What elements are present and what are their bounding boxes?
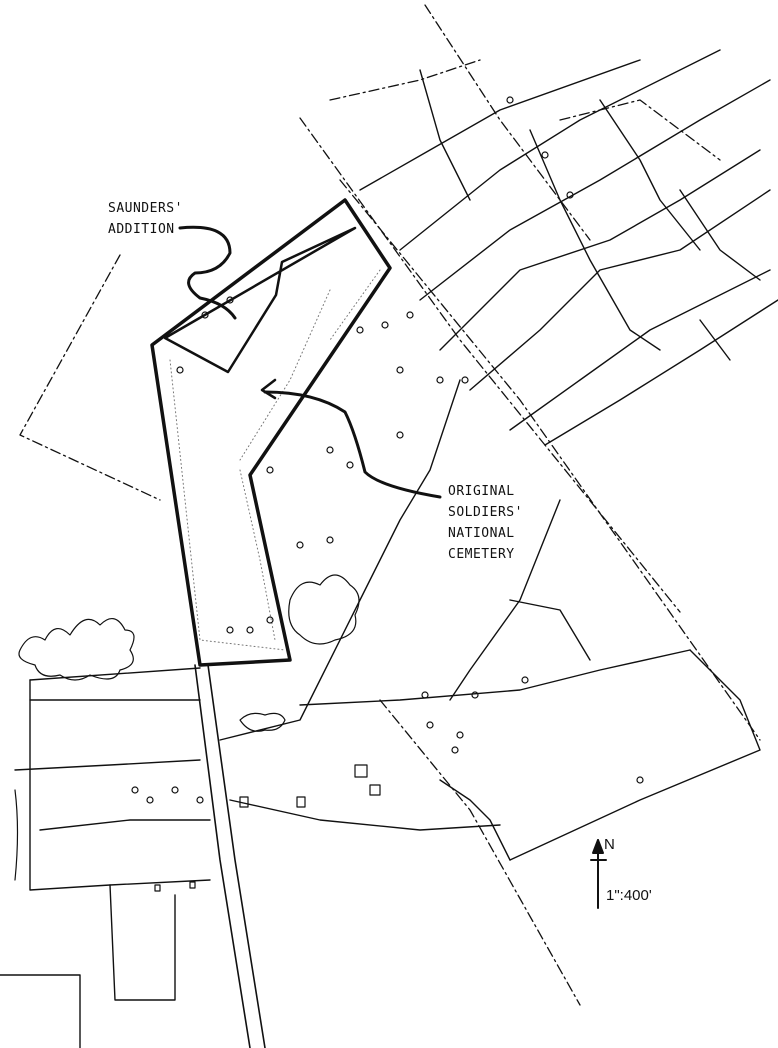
grave-markers (131, 96, 644, 892)
saunders-addition-boundary (163, 226, 357, 374)
label-line: CEMETERY (448, 547, 515, 562)
main-road (194, 664, 266, 1048)
label-line: NATIONAL (448, 526, 515, 541)
original-arrow (263, 390, 442, 499)
label-line: SAUNDERS' (108, 201, 183, 216)
original-cemetery-boundary (150, 198, 392, 667)
north-label: N (604, 836, 615, 853)
saunders-arrow (178, 225, 237, 320)
cemetery-stipple (169, 269, 381, 651)
label-line: ORIGINAL (448, 484, 515, 499)
saunders-addition-label: SAUNDERS' ADDITION (108, 198, 183, 240)
dash-dot-boundaries (19, 4, 761, 1006)
label-line: SOLDIERS' (448, 505, 523, 520)
north-arrow-icon (590, 839, 607, 909)
field-boundaries (0, 49, 778, 1048)
label-line: ADDITION (108, 222, 175, 237)
arrowhead (260, 378, 277, 400)
tree-clusters (14, 574, 360, 881)
scale-text: 1":400' (606, 887, 652, 904)
original-cemetery-label: ORIGINAL SOLDIERS' NATIONAL CEMETERY (448, 481, 523, 565)
